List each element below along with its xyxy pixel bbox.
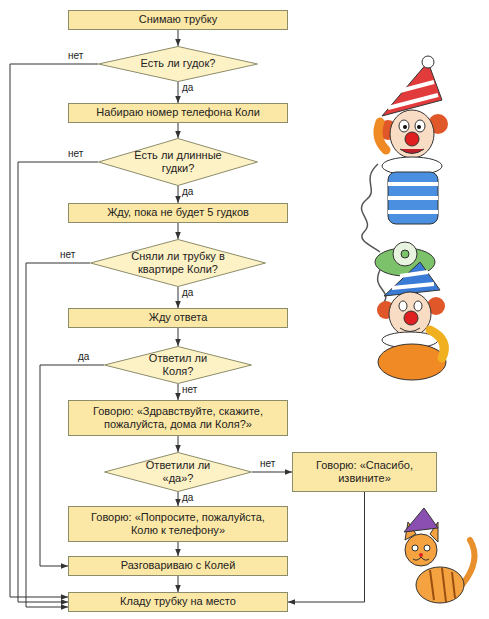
clown-hat xyxy=(382,62,442,116)
flow-arrow xyxy=(178,287,179,308)
diamond-shape xyxy=(91,240,266,287)
clown-body xyxy=(378,344,446,380)
box-text: Сняли ли трубку в квартире Коли? xyxy=(125,250,231,276)
cat-stripes xyxy=(430,568,455,602)
edge-label: да xyxy=(78,351,89,362)
flow-arrow xyxy=(178,492,179,506)
box-text: Набираю номер телефона Коли xyxy=(96,106,260,119)
flow-arrow xyxy=(178,436,179,452)
box-text: Кладу трубку на место xyxy=(120,595,236,608)
clown-nose xyxy=(404,311,418,325)
cat-hat xyxy=(404,508,438,532)
process-box: Набираю номер телефона Коли xyxy=(68,103,288,123)
clown-nose xyxy=(405,132,419,146)
phone-cord xyxy=(361,164,380,252)
diamond-shape xyxy=(105,453,252,492)
handset xyxy=(378,122,386,150)
clown-eye xyxy=(399,301,407,311)
edge-label: нет xyxy=(68,50,83,61)
clown-mouth xyxy=(400,328,420,332)
clown-hat xyxy=(384,262,440,296)
edge-label: нет xyxy=(182,384,197,395)
cat-eye xyxy=(424,545,430,551)
hat-stripes xyxy=(388,82,438,108)
process-box: Разговариваю с Колей xyxy=(68,556,288,576)
flow-arrow xyxy=(178,384,179,400)
clown-eye xyxy=(399,120,409,132)
decision-diamond: Ответили ли «да»? xyxy=(104,452,252,492)
clown-eye xyxy=(415,120,425,132)
hat-pompom xyxy=(422,56,434,68)
clown-body xyxy=(388,172,438,224)
edge-label: да xyxy=(182,287,193,298)
flow-arrow xyxy=(288,492,365,602)
flow-arrow xyxy=(178,82,179,103)
flow-arrow xyxy=(178,328,179,346)
edge-label: да xyxy=(182,186,193,197)
box-text: Снимаю трубку xyxy=(139,13,218,26)
clown-pupil xyxy=(403,125,407,129)
flow-arrow xyxy=(178,576,179,592)
cat-tail xyxy=(462,540,475,585)
decision-diamond: Есть ли гудок? xyxy=(98,46,258,82)
process-box: Говорю: «Попросите, пожалуйста, Колю к т… xyxy=(68,506,288,542)
cat-head xyxy=(405,534,437,566)
flow-arrow xyxy=(178,30,179,46)
flow-arrow xyxy=(252,472,292,473)
cat-body xyxy=(416,567,464,603)
process-box: Кладу трубку на место xyxy=(68,592,288,612)
box-text: Есть ли длинные гудки? xyxy=(130,149,226,175)
hat-stripes xyxy=(392,272,434,288)
box-text: Ответили ли «да»? xyxy=(134,459,222,485)
box-text: Говорю: «Спасибо, извините» xyxy=(307,459,422,485)
box-text: Жду ответа xyxy=(149,311,208,324)
body-stripes xyxy=(388,184,438,212)
diamond-shape xyxy=(99,139,258,186)
flow-arrow xyxy=(178,542,179,556)
edge-label: нет xyxy=(260,458,275,469)
process-box: Жду ответа xyxy=(68,308,288,328)
phone-dial-center xyxy=(401,250,409,258)
decision-diamond: Ответил ли Коля? xyxy=(104,346,252,384)
process-box: Жду, пока не будет 5 гудков xyxy=(68,203,288,223)
box-text: Есть ли гудок? xyxy=(141,57,216,70)
clown-pupil xyxy=(417,125,421,129)
diamond-shape xyxy=(99,47,258,82)
phone-cord xyxy=(378,270,386,305)
edge-label: да xyxy=(182,492,193,503)
phone-dial xyxy=(393,242,417,266)
flow-arrow xyxy=(178,186,179,203)
edge-label: да xyxy=(182,82,193,93)
clown-mouth xyxy=(400,149,424,154)
decision-diamond: Сняли ли трубку в квартире Коли? xyxy=(90,239,266,287)
diamond-shape xyxy=(105,347,252,384)
flow-arrow xyxy=(178,223,179,239)
flow-arrow xyxy=(178,123,179,138)
edge-label: нет xyxy=(60,249,75,260)
box-text: Жду, пока не будет 5 гудков xyxy=(107,206,249,219)
cat-mouth xyxy=(413,557,429,560)
handset xyxy=(430,330,444,358)
box-text: Ответил ли Коля? xyxy=(134,352,222,378)
clown-head xyxy=(389,292,431,336)
box-text: Говорю: «Попросите, пожалуйста, Колю к т… xyxy=(83,511,273,537)
edge-label: нет xyxy=(68,148,83,159)
clown-eye xyxy=(414,301,422,311)
box-text: Говорю: «Здравствуйте, скажите, пожалуйс… xyxy=(83,405,273,431)
cat-nose xyxy=(419,553,423,557)
decision-diamond: Есть ли длинные гудки? xyxy=(98,138,258,186)
clown-head xyxy=(390,110,434,158)
process-box: Говорю: «Спасибо, извините» xyxy=(292,452,437,492)
process-box: Снимаю трубку xyxy=(68,10,288,30)
box-text: Разговариваю с Колей xyxy=(121,559,236,572)
cat-eye xyxy=(412,545,418,551)
process-box: Говорю: «Здравствуйте, скажите, пожалуйс… xyxy=(68,400,288,436)
